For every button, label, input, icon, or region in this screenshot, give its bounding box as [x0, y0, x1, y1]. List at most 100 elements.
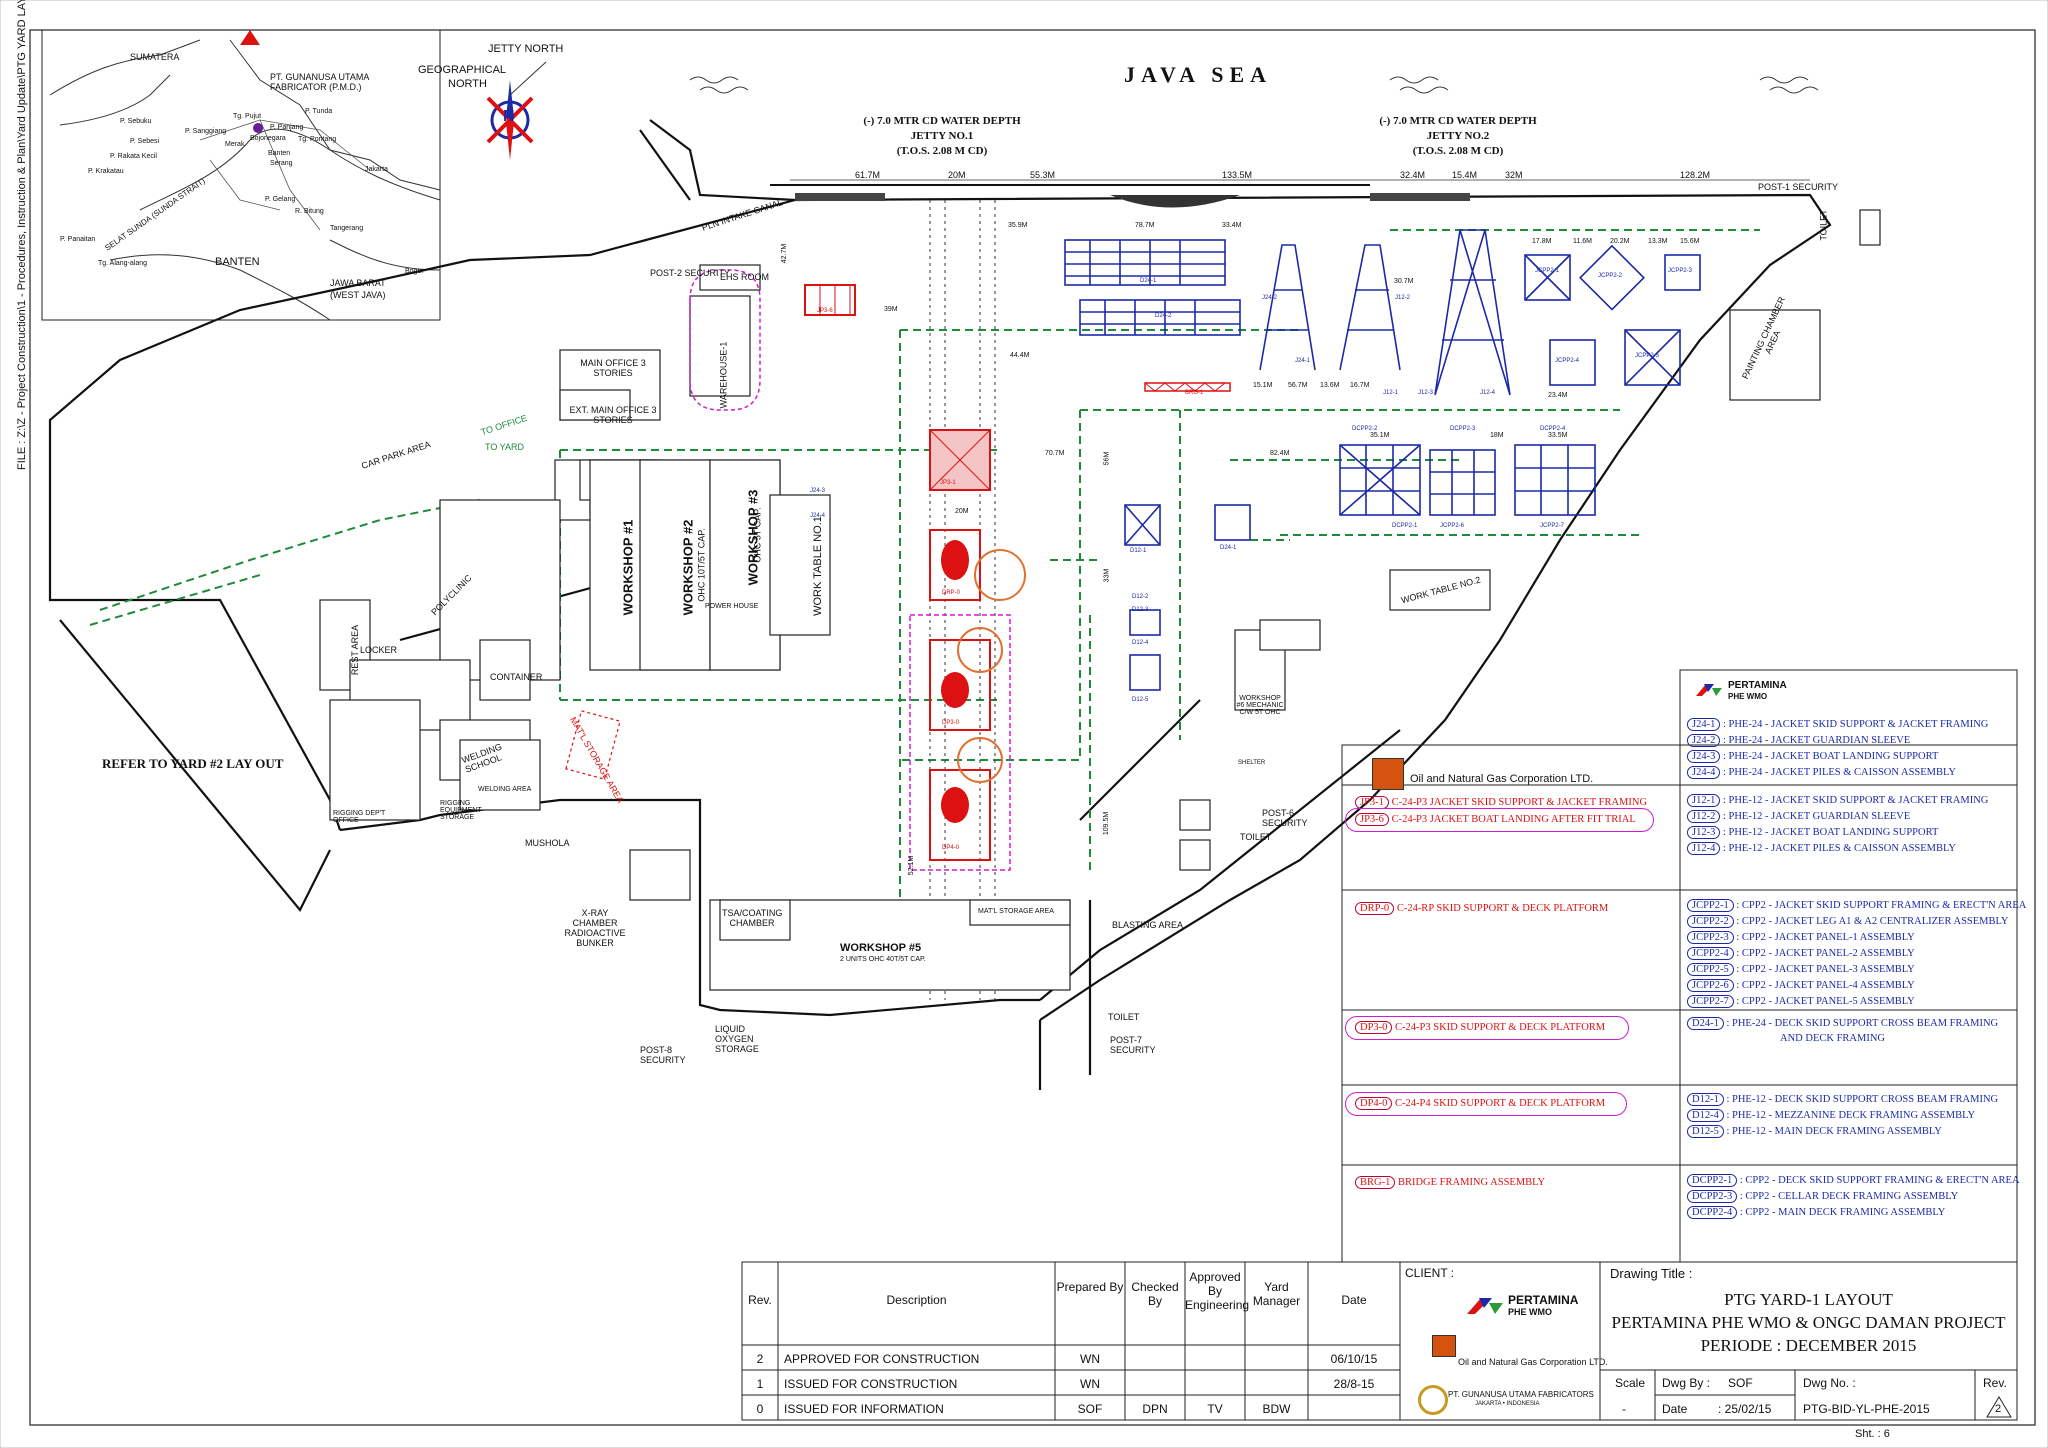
legend-right-item: D12-1 : PHE-12 - DECK SKID SUPPORT CROSS… — [1687, 1093, 1998, 1106]
rev-value: 2 — [1995, 1403, 2002, 1415]
inset-place: Merak — [225, 141, 245, 148]
matl-storage2-label: MAT'L STORAGE AREA — [978, 908, 1054, 915]
structure-tag: DRP-0 — [942, 590, 961, 596]
jetty1-tos: (T.O.S. 2.08 M CD) — [896, 145, 988, 157]
rev-triangle-icon — [1986, 1396, 2012, 1418]
dim-label: 13.3M — [1648, 238, 1668, 245]
rev-prepared: SOF — [1077, 1402, 1103, 1416]
toilet3-label: TOILET — [1108, 1012, 1140, 1022]
rev-number: 0 — [756, 1402, 764, 1416]
dim-label: 52.1M — [908, 855, 916, 876]
red-structures — [804, 284, 1231, 871]
workshop6-label: WORKSHOP #6 MECHANIC C/W 5T OHC — [1236, 695, 1284, 716]
structure-tag: J12-4 — [1480, 390, 1496, 396]
legend-right-item: J24-4 : PHE-24 - JACKET PILES & CAISSON … — [1687, 766, 1956, 779]
dim-label: 17.8M — [1532, 238, 1552, 245]
jetty1-name: JETTY NO.1 — [910, 130, 974, 142]
dim-label: 13.6M — [1320, 382, 1340, 389]
date-value: : 25/02/15 — [1718, 1402, 1772, 1416]
blasting-label: BLASTING AREA — [1112, 920, 1184, 930]
inset-place: P. Panaitan — [60, 236, 96, 243]
jetty-dim: 32M — [1505, 170, 1523, 180]
inset-place: Banten — [268, 150, 291, 157]
rev-description: ISSUED FOR CONSTRUCTION — [784, 1377, 958, 1391]
structure-tag: JCPP2-2 — [1598, 273, 1623, 279]
rev-date: 06/10/15 — [1330, 1352, 1378, 1366]
structure-tag: JCPP2-3 — [1668, 268, 1693, 274]
rev-checked: DPN — [1142, 1402, 1168, 1416]
jetty1-depth: (-) 7.0 MTR CD WATER DEPTH — [863, 115, 1021, 127]
structure-tag: DP4-0 — [942, 845, 960, 851]
inset-label: JAWA BARAT — [330, 278, 386, 288]
post6-label: POST-6 SECURITY — [1262, 808, 1308, 828]
legend-right-item: JCPP2-1 : CPP2 - JACKET SKID SUPPORT FRA… — [1687, 899, 2026, 912]
green-routes — [89, 229, 1760, 950]
inset-place: Bogor — [405, 268, 424, 275]
blue-structures — [1064, 229, 1701, 691]
main-office-label: MAIN OFFICE 3 STORIES — [580, 358, 646, 378]
sea-waves — [689, 76, 1819, 94]
post2-label: POST-2 SECURITY — [650, 268, 731, 278]
structure-tag: JCPP2-1 — [1535, 268, 1560, 274]
to-yard-label: TO YARD — [485, 442, 525, 452]
inset-place: P. Krakatau — [88, 168, 124, 175]
drawing-title-label: Drawing Title : — [1610, 1266, 1693, 1281]
jetty-dim: 133.5M — [1222, 170, 1253, 180]
rigging-office-label: RIGGING DEP'T OFFICE — [333, 810, 386, 824]
legend-left-item: BRG-1 BRIDGE FRAMING ASSEMBLY — [1355, 1176, 1545, 1189]
client-label: CLIENT : — [1405, 1266, 1455, 1280]
ongc-logo-icon — [1432, 1335, 1456, 1357]
legend-right-item: JCPP2-4 : CPP2 - JACKET PANEL-2 ASSEMBLY — [1687, 947, 1915, 960]
structure-tag: J24-4 — [810, 513, 826, 519]
legend-right-item: JCPP2-6 : CPP2 - JACKET PANEL-4 ASSEMBLY — [1687, 979, 1915, 992]
inset-label: FABRICATOR (P.M.D.) — [270, 82, 362, 92]
dim-label: 16.7M — [1350, 382, 1370, 389]
rev-prepared: WN — [1080, 1352, 1100, 1366]
inset-place: Tg. Pontang — [298, 136, 337, 143]
drawing-title-1: PTG YARD-1 LAYOUT — [1724, 1290, 1893, 1309]
workshop2-sub: OHC 10T/5T CAP. — [696, 528, 707, 602]
structure-tag: D12-4 — [1132, 640, 1149, 646]
locker-label: LOCKER — [360, 645, 398, 655]
header-approved: Approved By Engineering — [1185, 1270, 1250, 1312]
legend-right-item: J12-4 : PHE-12 - JACKET PILES & CAISSON … — [1687, 842, 1956, 855]
workshop3-sub: OHC 5T CAP. — [752, 507, 763, 563]
dim-label: 33.4M — [1222, 222, 1242, 229]
warehouse-label: WAREHOUSE-1 — [718, 341, 729, 409]
structure-tag: J24-3 — [810, 488, 826, 494]
dim-label: 23.4M — [1548, 392, 1568, 399]
legend-left-item: JP3-6 C-24-P3 JACKET BOAT LANDING AFTER … — [1355, 813, 1636, 826]
dwg-by-value: SOF — [1728, 1376, 1753, 1390]
workshop2-label: WORKSHOP #2 — [680, 519, 696, 616]
structure-tag: J12-1 — [1383, 390, 1399, 396]
structure-tag: D12-5 — [1132, 697, 1149, 703]
jetty-dim: 15.4M — [1452, 170, 1478, 180]
structure-tag: DCPP2-4 — [1540, 426, 1566, 432]
legend-left-item: DP3-0 C-24-P3 SKID SUPPORT & DECK PLATFO… — [1355, 1021, 1605, 1034]
inset-place: P. Tunda — [305, 108, 333, 115]
legend-left-item: JP3-1 C-24-P3 JACKET SKID SUPPORT & JACK… — [1355, 796, 1647, 809]
dwg-no-value: PTG-BID-YL-PHE-2015 — [1803, 1402, 1930, 1416]
inset-place: Bojonegara — [250, 135, 286, 142]
workshop5-sub: 2 UNITS OHC 40T/5T CAP. — [840, 956, 926, 963]
legend-right-item: D12-5 : PHE-12 - MAIN DECK FRAMING ASSEM… — [1687, 1125, 1942, 1138]
legend-right-item: AND DECK FRAMING — [1780, 1033, 1886, 1044]
inset-place: R. Bitung — [295, 208, 324, 215]
structure-tag: DCPP2-3 — [1450, 426, 1476, 432]
rev-prepared: WN — [1080, 1377, 1100, 1391]
structure-tag: DCPP2-2 — [1352, 426, 1378, 432]
inset-place: Jakarta — [365, 166, 388, 173]
rev-label: Rev. — [1983, 1376, 2007, 1390]
structure-tag: D12-2 — [1132, 594, 1149, 600]
rev-number: 1 — [756, 1377, 764, 1391]
dim-label: 11.6M — [1573, 238, 1592, 245]
header-date: Date — [1341, 1293, 1367, 1307]
dim-label: 109.5M — [1103, 811, 1111, 836]
location-inset-map — [41, 29, 441, 321]
inset-label: SUMATERA — [130, 52, 180, 62]
header-prepared: Prepared By — [1056, 1280, 1124, 1294]
drawing-title-2: PERTAMINA PHE WMO & ONGC DAMAN PROJECT — [1611, 1313, 2006, 1332]
legend-right-item: JCPP2-2 : CPP2 - JACKET LEG A1 & A2 CENT… — [1687, 915, 2008, 928]
